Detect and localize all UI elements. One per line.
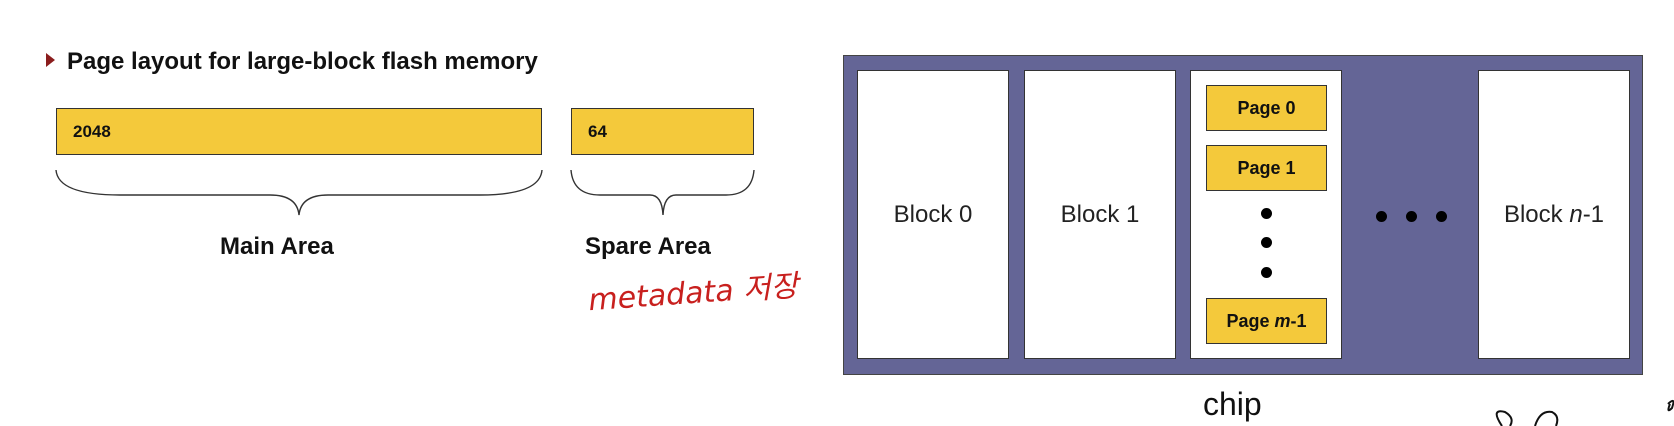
page-m-minus-1: Page m-1 — [1206, 298, 1327, 344]
vertical-ellipsis-dot — [1261, 208, 1272, 219]
heading: Page layout for large-block flash memory — [46, 48, 538, 76]
block-n-minus-1: Block n-1 — [1478, 70, 1630, 359]
block-last-prefix: Block — [1503, 200, 1570, 228]
spare-area-brace — [570, 169, 755, 216]
block-0-label: Block 0 — [893, 200, 973, 228]
chip-label: chip — [1203, 386, 1262, 422]
page-0: Page 0 — [1206, 85, 1327, 131]
main-area-label: Main Area — [220, 233, 334, 260]
page-last-var: m — [1274, 310, 1291, 331]
page-0-label: Page 0 — [1237, 97, 1296, 118]
block-last-label: Block n-1 — [1504, 201, 1604, 229]
vertical-ellipsis-dot — [1261, 237, 1272, 248]
vertical-ellipsis-dot — [1261, 267, 1272, 278]
horizontal-ellipsis-dot — [1376, 211, 1387, 222]
main-area-brace — [55, 169, 543, 216]
main-size-label: 2048 — [73, 121, 111, 141]
page-last-suffix: -1 — [1290, 310, 1307, 331]
page-last-prefix: Page — [1226, 310, 1275, 331]
horizontal-ellipsis-dot — [1436, 211, 1447, 222]
spare-area-box: 64 — [571, 108, 754, 155]
block-1: Block 1 — [1024, 70, 1176, 359]
heading-text: Page layout for large-block flash memory — [67, 48, 538, 75]
block-last-suffix: -1 — [1582, 200, 1605, 228]
page-last-label: Page m-1 — [1226, 311, 1306, 332]
bullet-arrow-icon — [46, 53, 55, 67]
spare-area-label: Spare Area — [585, 233, 711, 260]
block-last-var: n — [1569, 200, 1583, 228]
block-0: Block 0 — [857, 70, 1009, 359]
main-area-box: 2048 — [56, 108, 542, 155]
horizontal-ellipsis-dot — [1406, 211, 1417, 222]
page-1-label: Page 1 — [1237, 157, 1296, 178]
spare-size-label: 64 — [588, 121, 607, 141]
handwriting-fragment — [1495, 399, 1674, 426]
block-1-label: Block 1 — [1060, 200, 1140, 228]
page-1: Page 1 — [1206, 145, 1327, 191]
